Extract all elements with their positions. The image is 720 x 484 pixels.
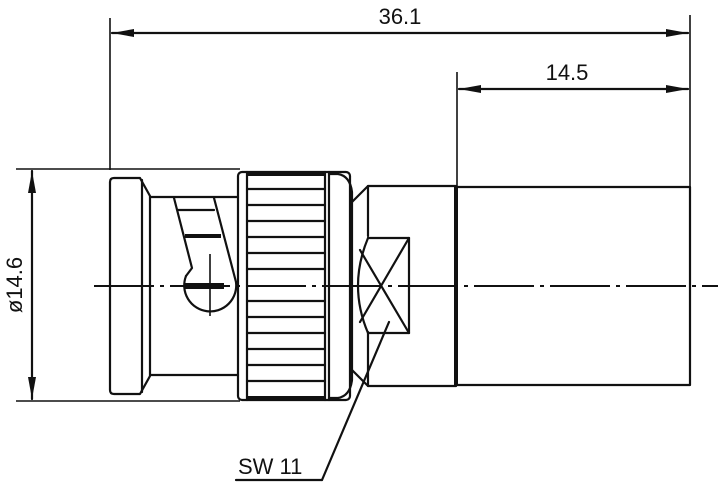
body-length-label: 14.5 <box>546 60 589 85</box>
arrowhead-icon <box>459 85 481 93</box>
wrench-size-label: SW 11 <box>238 454 302 479</box>
diameter-label: ø14.6 <box>2 257 27 313</box>
arrowhead-icon <box>28 377 36 399</box>
bayonet-flange <box>108 176 152 396</box>
arrowhead-icon <box>112 29 134 37</box>
wrench-size-callout: SW 11 <box>234 320 391 482</box>
crimp-ferrule <box>454 185 692 387</box>
diameter-dimension: ø14.6 <box>2 168 240 402</box>
body-length-dimension: 14.5 <box>456 60 690 188</box>
knurl-lines <box>245 187 327 383</box>
arrowhead-icon <box>666 29 688 37</box>
overall-length-dimension: 36.1 <box>109 4 691 190</box>
arrowhead-icon <box>666 85 688 93</box>
knurled-coupling-nut <box>236 170 354 402</box>
overall-length-label: 36.1 <box>379 4 422 29</box>
bayonet-sleeve <box>148 195 240 377</box>
arrowhead-icon <box>28 171 36 193</box>
